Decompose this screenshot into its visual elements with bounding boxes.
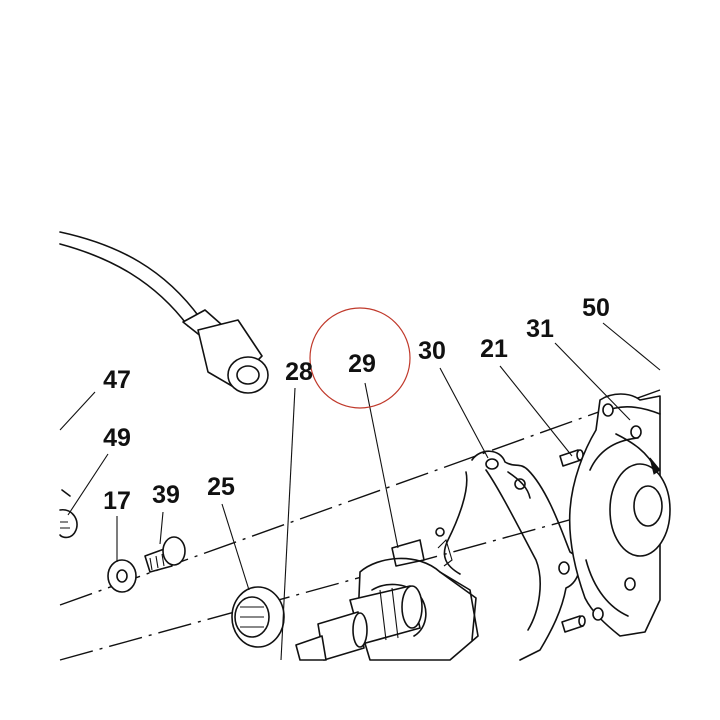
callout-28: 28 [285,358,313,386]
dowel-pin-part-21 [559,449,586,633]
callout-39: 39 [152,481,180,509]
gasket-part-30 [435,450,580,661]
bolt-part-39 [144,536,186,573]
callout-labels: 50 31 21 30 29 28 47 49 17 39 25 [103,294,610,515]
callout-47: 47 [103,366,131,394]
partial-part-left [59,489,78,539]
hose-part [59,231,269,394]
callout-49: 49 [103,424,131,452]
callout-21: 21 [480,335,508,363]
bearing-part-25 [231,586,285,648]
callout-50: 50 [582,294,610,322]
callout-30: 30 [418,337,446,365]
highlight-circle [309,307,411,409]
callout-17: 17 [103,487,131,515]
callout-29: 29 [348,350,376,378]
callout-31: 31 [526,315,554,343]
leader-lines [59,322,661,661]
pump-housing-part-31 [568,393,671,637]
callout-25: 25 [207,473,235,501]
pump-shaft-part-29 [295,538,479,661]
washer-part-17 [107,559,137,593]
